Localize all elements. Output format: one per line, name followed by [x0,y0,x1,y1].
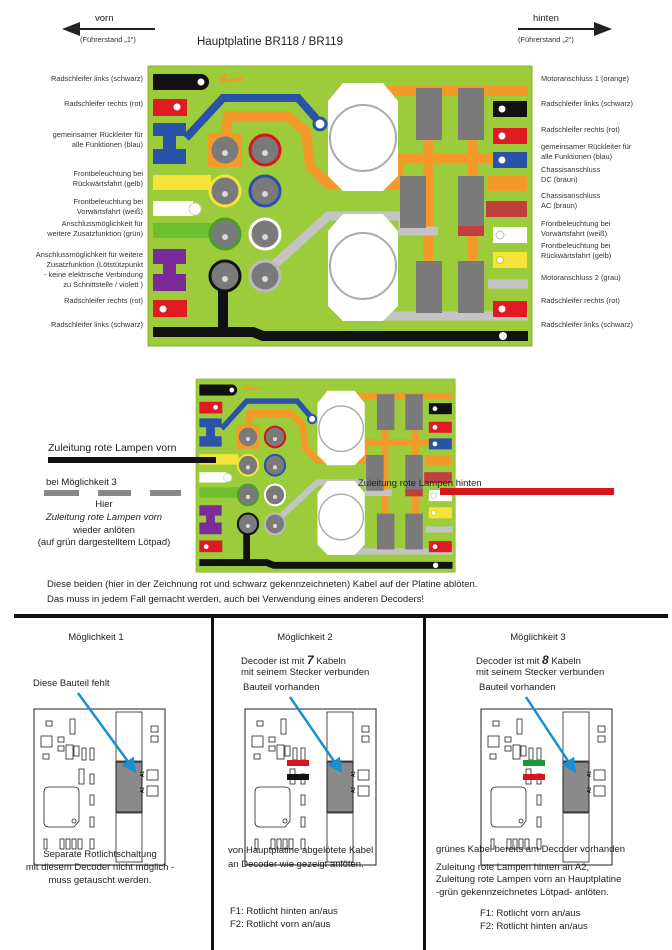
wire-a1-option2 [287,760,309,766]
option3-desc2: mit seinem Stecker verbunden [476,667,605,678]
wire-rear-red [440,488,614,495]
note-line: Zuleitung rote Lampen vorn [45,512,163,523]
instruction-line: Diese beiden (hier in der Zeichnung rot … [47,579,478,590]
option2-desc: Decoder ist mit 7 Kabeln [241,653,346,667]
option3-text2: Zuleitung rote Lampen vorn an Hauptplati… [436,874,622,885]
right-label: Frontbeleuchtung bei [541,219,611,228]
option2-function: F1: Rotlicht hinten an/aus [230,906,338,917]
left-label: Radschleifer rechts (rot) [64,99,143,108]
option3-title: Möglichkeit 3 [510,632,566,643]
main-board-pcb [148,66,532,346]
option2-pointer-label: Bauteil vorhanden [243,682,320,693]
wire-a1-option3 [523,760,545,766]
right-label: Radschleifer rechts (rot) [541,125,620,134]
right-label: gemeinsamer Rückleiter für [541,142,632,151]
left-label: Radschleifer rechts (rot) [64,296,143,305]
option1-pointer-label: Diese Bauteil fehlt [33,678,110,689]
direction-vorn-sub: (Führerstand „1“) [80,35,136,44]
left-label: Rückwärtsfahrt (gelb) [72,179,143,188]
wire-a2-option2 [287,774,309,780]
right-label: Motoranschluss 1 (orange) [541,74,629,83]
option1-text: mit diesem Decoder nicht möglich - [25,862,175,873]
option2-text: von Hauptplatine abgelötete Kabel [228,845,374,856]
option3-text: grünes Kabel bereits am Decoder vorhande… [436,844,626,855]
note-line: wieder anlöten [73,525,135,536]
right-label: Rückwärtsfahrt (gelb) [541,251,612,260]
main-board-pcb-small [196,379,455,572]
direction-vorn: vorn [95,13,114,24]
dashed-wire-option3 [44,490,181,496]
arrow-right-hinten [518,22,612,36]
option3-text2: -grün gekennzeichnetes Lötpad- anlöten. [436,887,609,898]
direction-hinten-sub: (Führerstand „2“) [518,35,574,44]
left-label: Radschleifer links (schwarz) [51,320,143,329]
left-label: Anschlussmöglichkeit für [61,219,143,228]
option2-function: F2: Rotlicht vorn an/aus [230,919,331,930]
option3-function: F1: Rotlicht vorn an/aus [480,908,581,919]
option1-text: muss getauscht werden. [48,875,152,886]
option3-label: bei Möglichkeit 3 [46,477,117,488]
left-label: Frontbeleuchtung bei [73,169,143,178]
option2-desc2: mit seinem Stecker verbunden [241,667,370,678]
pointer-arrow-3 [524,696,577,774]
left-label: - keine elektrische Verbindung [43,270,143,279]
column-divider-1 [211,614,214,950]
right-label: Radschleifer links (schwarz) [541,99,633,108]
option3-desc: Decoder ist mit 8 Kabeln [476,653,581,667]
left-label: Frontbeleuchtung bei [73,197,143,206]
left-label: gemeinsamer Rückleiter für [52,130,143,139]
page-title: Hauptplatine BR118 / BR119 [197,36,343,48]
pointer-arrow-1 [76,692,137,774]
direction-hinten: hinten [533,13,559,24]
option1-title: Möglichkeit 1 [68,632,124,643]
arrow-left-vorn [62,22,155,36]
left-label: Radschleifer links (schwarz) [51,74,143,83]
decoder-option1 [33,708,166,866]
right-label: AC (braun) [541,201,578,210]
wire-rear-label: Zuleitung rote Lampen hinten [358,478,482,489]
left-label: Zusatzfunktion (Lötstützpunkt [46,260,143,269]
note-line: Hier [95,499,113,510]
option3-function: F2: Rotlicht hinten an/aus [480,921,588,932]
right-label: alle Funktionen (blau) [541,152,613,161]
section-divider [14,614,668,618]
left-label: alle Funktionen (blau) [71,140,143,149]
option2-text: an Decoder wie gezeigt anlöten. [228,859,364,870]
left-label: zu Schnittstelle / violett ) [63,280,143,289]
pointer-arrow-2 [288,696,343,774]
right-label: DC (braun) [541,175,578,184]
decoder-option3 [480,708,613,866]
wire-a2-option3 [523,774,545,780]
left-label: weitere Zusatzfunktion (grün) [47,229,143,238]
pointer-arrows [76,692,577,774]
right-label: Radschleifer links (schwarz) [541,320,633,329]
decoder-option2 [244,708,377,866]
right-label: Motoranschluss 2 (grau) [541,273,621,282]
wire-front-black [48,457,216,463]
right-label: Chassisanschluss [541,165,601,174]
right-label: Radschleifer rechts (rot) [541,296,620,305]
column-divider-2 [423,614,426,950]
option1-text: Separate Rotlichtschaltung [43,849,157,860]
option3-text2: Zuleitung rote Lampen hinten an A2, [436,862,590,873]
option3-pointer-label: Bauteil vorhanden [479,682,556,693]
left-label: Vorwärtsfahrt (weiß) [76,207,143,216]
note-line: (auf grün dargestelltem Lötpad) [37,537,171,548]
left-label: Anschlussmöglichkeit für weitere [35,250,143,259]
right-label: Vorwärtsfahrt (weiß) [541,229,608,238]
right-label: Chassisanschluss [541,191,601,200]
option2-title: Möglichkeit 2 [277,632,333,643]
right-label: Frontbeleuchtung bei [541,241,611,250]
instruction-line: Das muss in jedem Fall gemacht werden, a… [47,594,425,605]
wire-front-label: Zuleitung rote Lampen vorn [48,442,177,454]
